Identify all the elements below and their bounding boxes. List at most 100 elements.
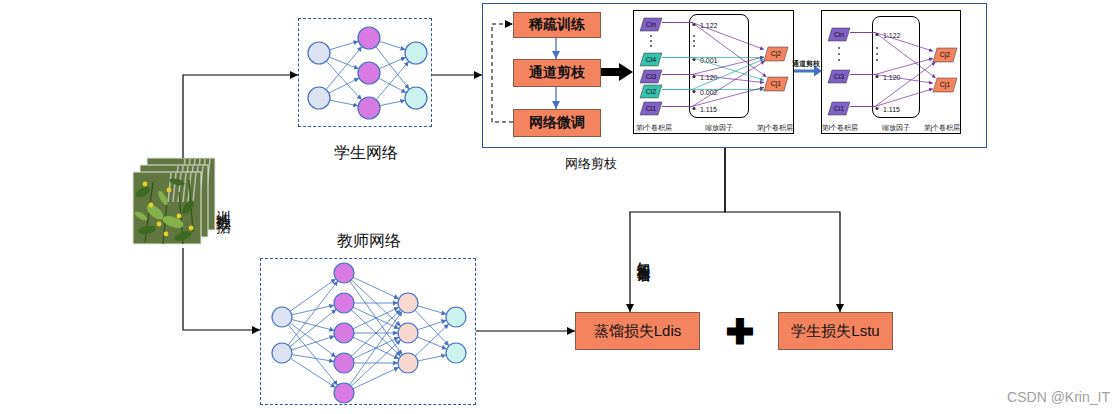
node-text: 稀疏训练: [529, 17, 585, 32]
channel-shape: Cj1: [764, 77, 788, 91]
node-text: Cin: [834, 31, 845, 39]
edge-label: 知识蒸馏: [636, 252, 650, 260]
connector: [183, 75, 298, 158]
decoration: [329, 57, 359, 69]
decoration: [290, 358, 335, 387]
decoration: [379, 57, 406, 68]
decoration: [875, 33, 878, 36]
decoration: [379, 41, 405, 49]
decoration: [418, 355, 446, 361]
decoration: [692, 75, 695, 78]
channel-shape: Cin: [828, 28, 850, 41]
node-text: Ci3: [834, 73, 845, 81]
channel-shape: Cj1: [933, 78, 957, 92]
layer-panel: 第i个卷积层缩放因子第j个卷积层CinCi4Ci3Ci2Ci11.1220.00…: [633, 10, 794, 134]
decoration: [308, 42, 330, 64]
node-text: Cj1: [940, 81, 951, 89]
decoration: [692, 58, 695, 61]
channel-shape: Ci3: [640, 70, 662, 83]
decoration: [308, 87, 330, 109]
decoration: [838, 53, 840, 55]
layer-panel: 第i个卷积层缩放因子第j个卷积层CinCi3Ci11.1221.1201.115…: [821, 10, 961, 134]
decoration: [933, 78, 957, 92]
decoration: [828, 28, 850, 41]
decoration: [640, 53, 662, 66]
decoration: [838, 59, 840, 61]
node-text: 第i个卷积层: [822, 124, 858, 131]
node-text: 1.115: [883, 106, 900, 114]
decoration: [351, 280, 400, 326]
decoration: [828, 70, 850, 83]
decoration: [875, 107, 878, 110]
decoration: [876, 53, 878, 55]
decoration: [405, 42, 427, 64]
decoration: [640, 102, 662, 115]
decoration: [376, 61, 409, 99]
decoration: [134, 185, 152, 200]
decoration: [417, 337, 447, 349]
node-text: 网络剪枝: [565, 157, 617, 171]
channel-shape: Ci1: [640, 102, 662, 115]
decoration: [167, 188, 172, 193]
teacher-network-box: 教师网络: [260, 258, 476, 405]
decoration: [640, 18, 662, 31]
node-text: Ci4: [646, 56, 657, 64]
decoration: [272, 307, 292, 327]
decoration: [828, 70, 850, 83]
decoration: [288, 325, 337, 386]
decoration: [326, 46, 362, 89]
decoration: [693, 40, 695, 42]
connector: [492, 24, 513, 122]
decoration: [650, 40, 652, 42]
decoration: [156, 190, 169, 207]
decoration: [764, 77, 788, 91]
decoration: [640, 70, 662, 83]
decoration: [398, 353, 418, 373]
decoration: [828, 102, 850, 115]
decoration: [193, 173, 196, 202]
decoration: [168, 177, 185, 187]
decoration: [334, 293, 354, 313]
channel-shape: Ci2: [640, 85, 662, 98]
connector: [555, 38, 556, 59]
decoration: [650, 35, 652, 37]
decoration: [180, 198, 196, 215]
node-text: Ci3: [646, 73, 657, 81]
node-text: Cj2: [771, 50, 782, 58]
channel-shape: Cj2: [933, 48, 957, 62]
decoration: [692, 107, 695, 110]
process-box: 网络微调: [513, 109, 601, 137]
student-network-box-drawing: [299, 19, 431, 126]
decoration: [288, 281, 338, 345]
decoration: [933, 78, 957, 92]
decoration: [353, 367, 399, 389]
decoration: [398, 323, 418, 343]
training-data-image: 训练数据: [133, 158, 233, 248]
node-text: 缩放因子: [705, 124, 733, 131]
node-text: 1.122: [883, 32, 901, 40]
decoration: [640, 85, 662, 98]
node-text: 1.120: [883, 74, 901, 82]
decoration: [334, 323, 354, 343]
decoration: [764, 47, 788, 61]
process-box: 稀疏训练: [513, 12, 601, 38]
decoration: [640, 53, 662, 66]
node-text: Cj1: [771, 80, 782, 88]
decoration: [358, 27, 380, 49]
node-text: 第j个卷积层: [924, 124, 960, 131]
connector: [794, 70, 814, 73]
decoration: [351, 310, 400, 356]
decoration: [334, 263, 354, 283]
node-text: 蒸馏损失Ldis: [594, 323, 682, 340]
node-text: 网络微调: [529, 115, 585, 130]
watermark: CSDN @Krin_IT: [1007, 390, 1110, 405]
node-text: Ci1: [834, 105, 845, 113]
decoration: [376, 47, 409, 90]
decoration: [693, 45, 695, 47]
channel-shape: Cj2: [764, 47, 788, 61]
decoration: [326, 61, 361, 100]
node-text: 1.122: [700, 22, 718, 30]
decoration: [640, 18, 662, 31]
decoration: [446, 343, 466, 363]
node-text: 通道剪枝: [529, 65, 585, 80]
